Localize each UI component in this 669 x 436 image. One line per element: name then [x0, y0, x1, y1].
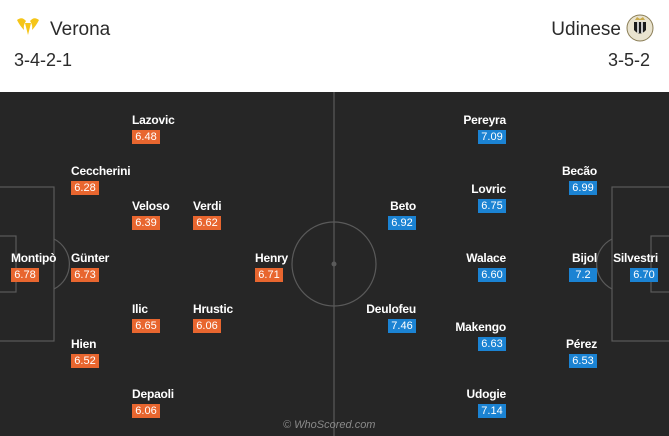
player-away: Udogie 7.14 [467, 387, 558, 421]
player-name: Günter [71, 251, 110, 265]
player-rating: 6.53 [569, 354, 597, 368]
player-away: Deulofeu 7.46 [366, 302, 468, 336]
player-name: Deulofeu [366, 302, 416, 316]
player-away: Bijol 7.2 [569, 251, 649, 285]
player-name: Pereyra [463, 113, 506, 127]
player-rating: 7.09 [478, 130, 506, 144]
player-home: Hrustic 6.06 [193, 302, 273, 336]
player-away: Silvestri 6.70 [613, 251, 669, 285]
away-formation: 3-5-2 [607, 50, 650, 70]
player-name: Verdi [193, 199, 222, 213]
player-rating: 6.52 [71, 354, 99, 368]
player-rating: 6.39 [132, 216, 160, 230]
player-name: Bijol [572, 251, 597, 265]
player-home: Depaoli 6.06 [132, 387, 212, 421]
player-rating: 6.06 [193, 319, 221, 333]
player-name: Montipò [11, 251, 57, 265]
player-home: Ilic 6.65 [132, 302, 212, 336]
player-name: Becão [561, 164, 597, 178]
player-name: Ceccherini [71, 164, 131, 178]
player-home: Montipò 6.78 [11, 251, 91, 285]
player-rating: 6.60 [478, 268, 506, 282]
player-away: Beto 6.92 [388, 199, 468, 233]
verona-crest-icon [14, 14, 42, 42]
player-name: Ilic [132, 302, 148, 316]
home-formation: 3-4-2-1 [14, 50, 73, 70]
player-away: Walace 6.60 [466, 251, 558, 285]
player-rating: 7.14 [478, 404, 506, 418]
player-away: Pérez 6.53 [565, 337, 649, 371]
player-rating: 6.62 [193, 216, 221, 230]
player-rating: 6.92 [388, 216, 416, 230]
player-name: Pérez [565, 337, 597, 351]
player-rating: 6.70 [630, 268, 658, 282]
player-rating: 6.63 [478, 337, 506, 351]
player-home: Günter 6.73 [71, 251, 151, 285]
player-name: Hrustic [193, 302, 233, 316]
player-away: Becão 6.99 [562, 164, 649, 198]
player-name: Udogie [466, 387, 507, 401]
player-name: Lovric [471, 182, 506, 196]
player-name: Veloso [132, 199, 170, 213]
player-rating: 6.65 [132, 319, 160, 333]
player-name: Hien [71, 337, 97, 351]
player-rating: 6.71 [255, 268, 283, 282]
player-rating: 7.2 [569, 268, 597, 282]
player-name: Lazovic [132, 113, 175, 127]
player-home: Henry 6.71 [255, 251, 335, 285]
player-rating: 6.73 [71, 268, 99, 282]
player-rating: 6.06 [132, 404, 160, 418]
player-home: Ceccherini 6.28 [71, 164, 151, 198]
player-name: Makengo [455, 320, 506, 334]
player-rating: 6.28 [71, 181, 99, 195]
player-name: Walace [466, 251, 506, 265]
player-name: Beto [390, 199, 416, 213]
player-home: Veloso 6.39 [132, 199, 212, 233]
player-rating: 6.99 [569, 181, 597, 195]
player-away: Pereyra 7.09 [463, 113, 558, 147]
player-rating: 6.78 [11, 268, 39, 282]
player-home: Lazovic 6.48 [132, 113, 212, 147]
player-away: Makengo 6.63 [455, 320, 558, 354]
player-name: Silvestri [613, 251, 658, 265]
player-rating: 6.48 [132, 130, 160, 144]
player-name: Depaoli [132, 387, 174, 401]
player-away: Lovric 6.75 [471, 182, 558, 216]
player-name: Henry [255, 251, 289, 265]
player-home: Verdi 6.62 [193, 199, 273, 233]
watermark: © WhoScored.com [283, 419, 376, 431]
player-rating: 7.46 [388, 319, 416, 333]
match-header: Verona 3-4-2-1 Udinese 3-5-2 [0, 0, 669, 92]
player-home: Hien 6.52 [71, 337, 151, 371]
udinese-crest-icon [626, 14, 654, 42]
away-team-name: Udinese [551, 19, 621, 40]
home-team-name: Verona [50, 19, 111, 40]
pitch-lines [0, 92, 669, 436]
player-rating: 6.75 [478, 199, 506, 213]
